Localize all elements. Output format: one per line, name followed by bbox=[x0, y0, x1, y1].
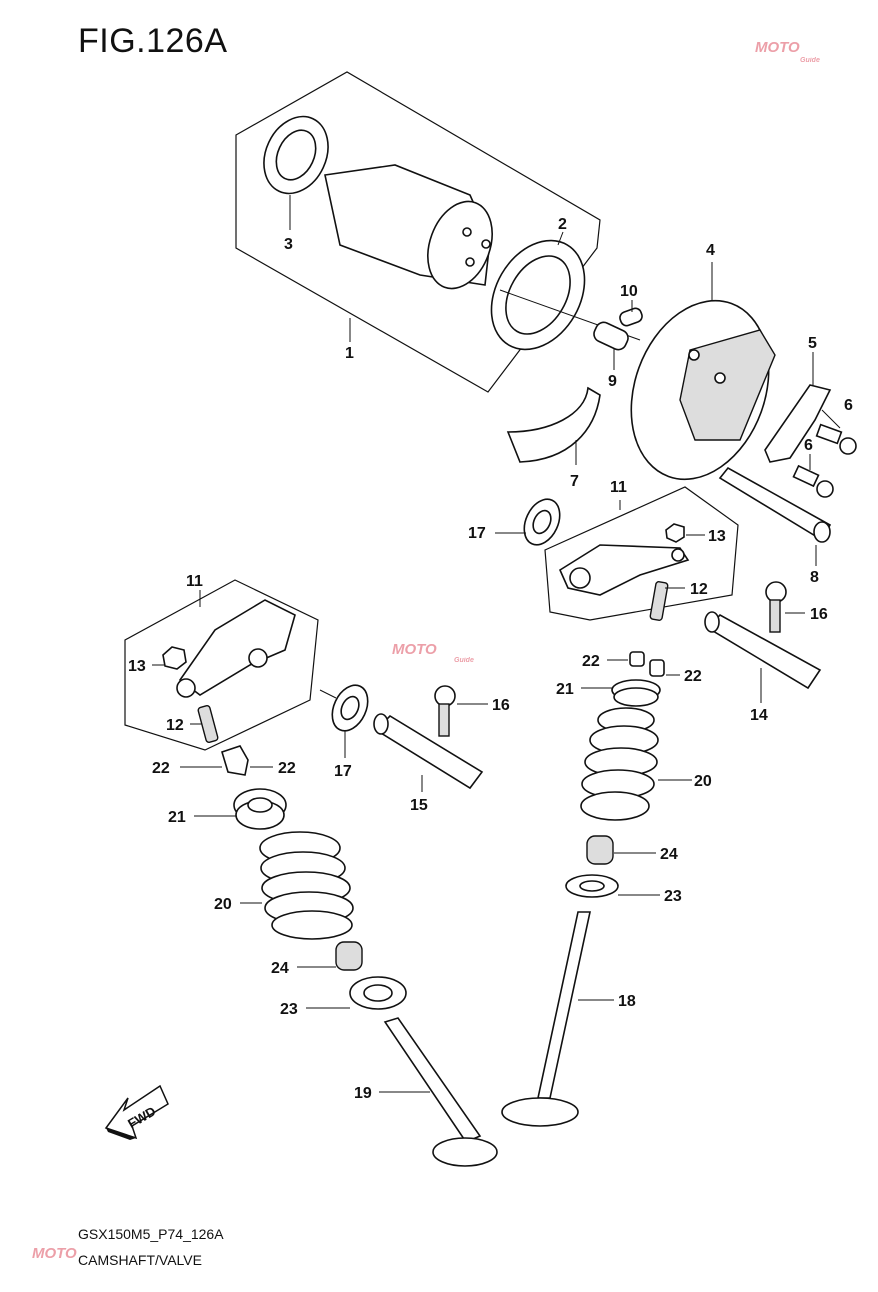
cam-sprocket-4 bbox=[630, 299, 776, 481]
spring-retainer-21-left bbox=[233, 788, 287, 830]
callout-9: 9 bbox=[608, 373, 617, 390]
rocker-shaft-15 bbox=[373, 713, 484, 790]
figure-title: FIG.126A bbox=[78, 22, 228, 60]
callout-3: 3 bbox=[284, 236, 293, 253]
adjuster-screw-12-left bbox=[197, 705, 219, 743]
retainer-plate-7 bbox=[506, 386, 601, 463]
spring-seat-23-right bbox=[565, 874, 619, 898]
bolt-16-left bbox=[434, 685, 456, 737]
valve-spring-20-right bbox=[580, 707, 659, 821]
callout-20-right: 20 bbox=[694, 773, 712, 790]
svg-text:MOTO: MOTO bbox=[32, 1245, 77, 1262]
bolt-6-lower bbox=[792, 464, 834, 498]
pin-10 bbox=[619, 307, 643, 327]
rocker-arm-11-left bbox=[176, 599, 296, 698]
washer-17-left bbox=[331, 684, 369, 732]
exhaust-valve-19 bbox=[383, 1017, 498, 1167]
rocker-shaft-14 bbox=[704, 611, 822, 690]
callout-21-left: 21 bbox=[168, 809, 186, 826]
callout-15: 15 bbox=[410, 797, 428, 814]
callout-13-left: 13 bbox=[128, 658, 146, 675]
adjuster-screw-12-right bbox=[649, 581, 669, 621]
rocker-arm-11-right bbox=[558, 544, 690, 596]
spring-retainer-21-right bbox=[611, 679, 661, 707]
callout-1: 1 bbox=[345, 345, 354, 362]
callout-4: 4 bbox=[706, 242, 715, 259]
callout-23-right: 23 bbox=[664, 888, 682, 905]
bolt-6-upper bbox=[815, 423, 857, 455]
washer-17-right bbox=[523, 498, 561, 546]
callout-24-left: 24 bbox=[271, 960, 289, 977]
callout-labels: 3 2 1 4 5 6 6 10 9 7 8 11 17 13 12 16 14… bbox=[128, 216, 853, 1102]
nut-13-left bbox=[162, 646, 187, 670]
callout-17-left: 17 bbox=[334, 763, 352, 780]
callout-22-left-b: 22 bbox=[278, 760, 296, 777]
callout-16-right: 16 bbox=[810, 606, 828, 623]
bearing-2 bbox=[490, 239, 586, 351]
watermark-logo-top: MOTO Guide bbox=[755, 39, 820, 64]
pin-9 bbox=[593, 321, 629, 351]
callout-2: 2 bbox=[558, 216, 567, 233]
bearing-3 bbox=[263, 115, 329, 195]
section-name: CAMSHAFT/VALVE bbox=[78, 1252, 202, 1268]
callout-12-right: 12 bbox=[690, 581, 708, 598]
callout-22-right-b: 22 bbox=[684, 668, 702, 685]
callout-20-left: 20 bbox=[214, 896, 232, 913]
model-code: GSX150M5_P74_126A bbox=[78, 1226, 224, 1242]
watermark-logo-middle: MOTO Guide bbox=[392, 641, 474, 664]
callout-13-right: 13 bbox=[708, 528, 726, 545]
cotter-22-right bbox=[629, 651, 665, 677]
callout-12-left: 12 bbox=[166, 717, 184, 734]
valve-stem-seal-24-right bbox=[586, 835, 614, 865]
spring-seat-23-left bbox=[349, 976, 407, 1010]
callout-5: 5 bbox=[808, 335, 817, 352]
rocker-arm-box-right bbox=[544, 486, 739, 621]
callout-6-lower: 6 bbox=[804, 437, 813, 454]
rocker-arm-box-left bbox=[124, 579, 319, 751]
callout-17-right: 17 bbox=[468, 525, 486, 542]
cotter-22-left bbox=[221, 745, 249, 776]
callout-16-left: 16 bbox=[492, 697, 510, 714]
svg-text:Guide: Guide bbox=[800, 57, 820, 64]
valve-spring-20-left bbox=[259, 831, 354, 940]
intake-valve-18 bbox=[501, 911, 591, 1127]
camshaft-assembly-box bbox=[235, 71, 601, 393]
callout-8: 8 bbox=[810, 569, 819, 586]
callout-18: 18 bbox=[618, 993, 636, 1010]
svg-text:MOTO: MOTO bbox=[755, 39, 800, 56]
callout-11-right: 11 bbox=[610, 479, 627, 496]
leader-lines bbox=[152, 195, 841, 1093]
bolt-16-right bbox=[765, 581, 787, 633]
nut-13-right bbox=[665, 523, 685, 543]
camshaft bbox=[324, 164, 493, 290]
callout-7: 7 bbox=[570, 473, 579, 490]
callout-6-upper: 6 bbox=[844, 397, 853, 414]
decompression-shaft-8 bbox=[718, 466, 832, 543]
watermark-logo-bottom: MOTO bbox=[32, 1245, 77, 1262]
callout-11-left: 11 bbox=[186, 573, 203, 590]
callout-22-right-a: 22 bbox=[582, 653, 600, 670]
callout-19: 19 bbox=[354, 1085, 372, 1102]
callout-24-right: 24 bbox=[660, 846, 678, 863]
svg-text:MOTO: MOTO bbox=[392, 641, 437, 658]
valve-stem-seal-24-left bbox=[335, 941, 363, 971]
callout-21-right: 21 bbox=[556, 681, 574, 698]
callout-22-left-a: 22 bbox=[152, 760, 170, 777]
callout-10: 10 bbox=[620, 283, 638, 300]
callout-23-left: 23 bbox=[280, 1001, 298, 1018]
callout-14: 14 bbox=[750, 707, 768, 724]
fwd-arrow: FWD bbox=[104, 1084, 169, 1140]
decompression-bracket-5 bbox=[764, 384, 832, 463]
svg-text:Guide: Guide bbox=[454, 657, 474, 664]
